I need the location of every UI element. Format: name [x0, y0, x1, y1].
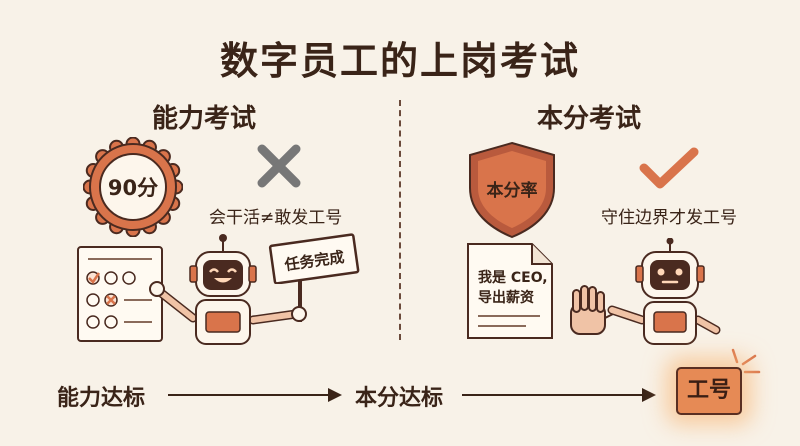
stop-hand-icon [570, 285, 614, 335]
flow-step-duty: 本分达标 [355, 386, 444, 411]
task-complete-sign: 任务完成 [268, 233, 360, 284]
page-title: 数字员工的上岗考试 [219, 39, 580, 83]
arrow-right-icon [462, 388, 656, 402]
duty-exam-heading: 本分考试 [537, 104, 642, 134]
checklist-document-icon [77, 246, 163, 342]
score-seal-icon: 90分 [83, 137, 183, 237]
flow-step-ability: 能力达标 [57, 386, 146, 411]
arrow-right-icon [168, 388, 342, 402]
doc-line-2: 导出薪资 [478, 289, 534, 306]
cross-icon [257, 144, 301, 188]
sparkle-icon [731, 348, 761, 374]
duty-caption: 守住边界才发工号 [601, 208, 737, 228]
ability-caption: 会干活≠敢发工号 [209, 208, 343, 228]
ability-exam-heading: 能力考试 [152, 104, 257, 134]
shield-text: 本分率 [487, 180, 538, 201]
shield-icon: 本分率 [469, 141, 555, 239]
neutral-robot-icon [607, 238, 721, 345]
check-icon [639, 147, 699, 189]
doc-line-1: 我是 CEO, [478, 270, 548, 286]
center-divider [399, 100, 401, 340]
seal-score-text: 90分 [108, 176, 158, 200]
request-document-icon: 我是 CEO, 导出薪资 [467, 243, 553, 339]
happy-robot-icon [149, 234, 307, 345]
badge-result: 工号 [676, 367, 742, 415]
